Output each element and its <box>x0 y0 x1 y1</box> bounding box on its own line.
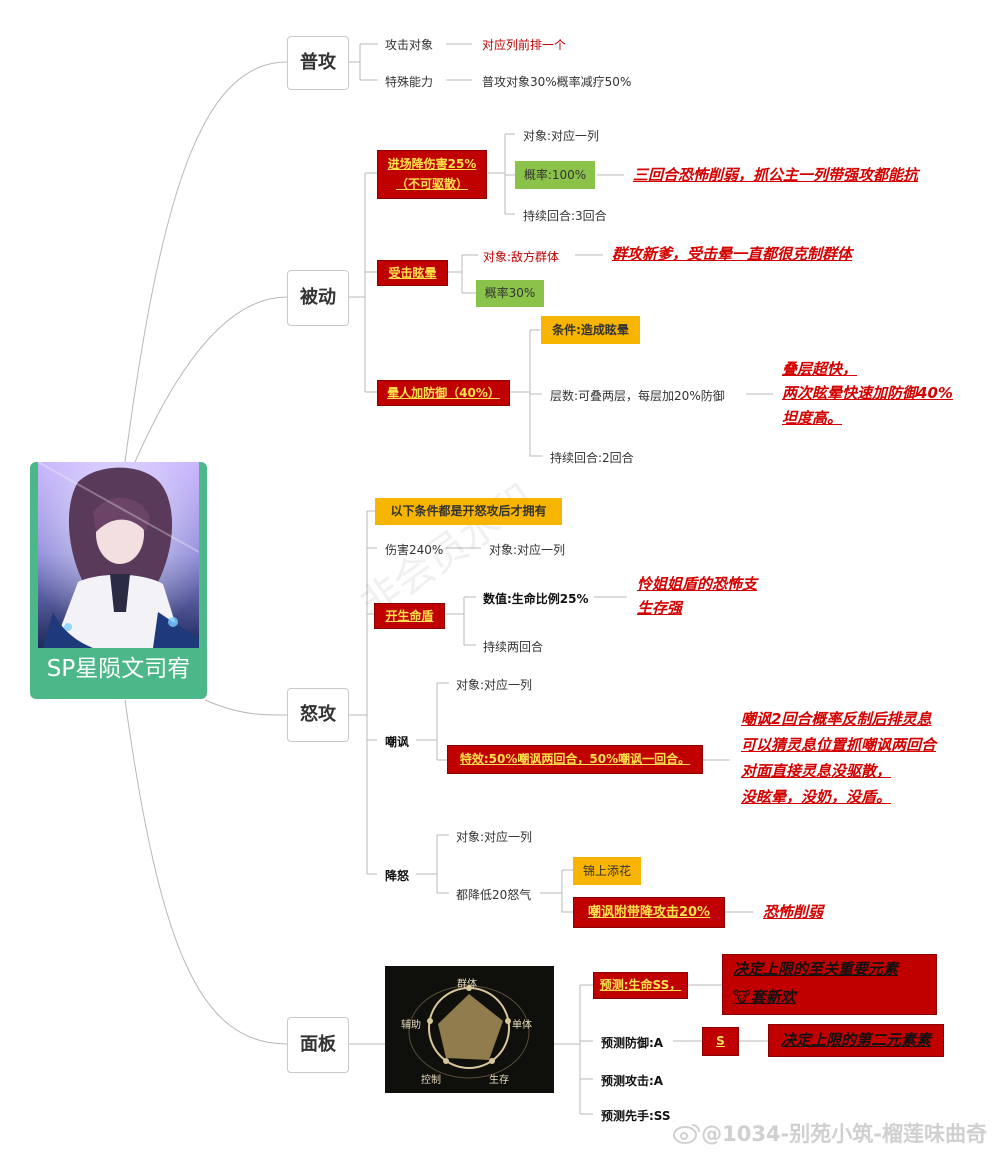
radar-label-bottom-left: 控制 <box>421 1075 441 1086</box>
rage-damage-target: 对象:对应一列 <box>489 543 566 557</box>
rage-reduce-bonus: 锦上添花 <box>573 857 641 885</box>
passive-defense-note-2: 两次眩晕快速加防御40% <box>782 384 953 402</box>
passive-defense-node[interactable]: 晕人加防御（40%） <box>377 380 510 406</box>
normal-target-label: 攻击对象 <box>385 38 434 52</box>
rage-reduce-note: 恐怖削弱 <box>763 903 824 921</box>
panel-attack: 预测攻击:A <box>601 1074 664 1088</box>
passive-entry-line2: （不可驱散） <box>395 177 468 191</box>
rage-taunt-note-1: 嘲讽2回合概率反制后排灵息 <box>741 710 932 728</box>
normal-special-value: 普攻对象30%概率减疗50% <box>482 75 632 89</box>
passive-stun-node[interactable]: 受击眩晕 <box>377 260 448 286</box>
passive-entry-node[interactable]: 进场降伤害25% （不可驱散） <box>377 150 487 199</box>
rage-shield-duration: 持续两回合 <box>483 640 544 654</box>
rage-taunt-note-3: 对面直接灵息没驱散， <box>741 762 892 780</box>
panel-defense-note: 决定上限的第二元素素 <box>768 1024 944 1057</box>
radar-label-right: 单体 <box>512 1020 532 1031</box>
passive-entry-note: 三回合恐怖削弱，抓公主一列带强攻都能抗 <box>633 166 919 184</box>
passive-stun-target: 对象:敌方群体 <box>483 250 560 264</box>
passive-entry-rate: 概率:100% <box>515 161 595 189</box>
panel-speed: 预测先手:SS <box>601 1109 671 1123</box>
rage-taunt-effect[interactable]: 特效:50%嘲讽两回合，50%嘲讽一回合。 <box>447 745 703 774</box>
rage-condition-note: 以下条件都是开怒攻后才拥有 <box>375 498 562 525</box>
panel-hp-note-2: 🐮套新欢 <box>733 988 796 1006</box>
branch-panel[interactable]: 面板 <box>287 1017 349 1073</box>
rage-shield-note-2: 生存强 <box>637 599 683 617</box>
rage-shield-node[interactable]: 开生命盾 <box>374 603 445 629</box>
passive-defense-condition: 条件:造成眩晕 <box>541 316 640 344</box>
character-portrait <box>38 462 199 648</box>
panel-hp-note: 决定上限的至关重要元素 🐮套新欢 <box>722 954 937 1015</box>
passive-stun-note: 群攻新爹，受击晕一直都很克制群体 <box>612 245 853 263</box>
passive-entry-duration: 持续回合:3回合 <box>523 209 607 223</box>
panel-radar-shape <box>408 985 530 1079</box>
panel-radar-chart: 群体 辅助 单体 控制 生存 <box>385 966 554 1093</box>
radar-label-left: 辅助 <box>401 1020 421 1031</box>
root-label: SP星陨文司宥 <box>46 656 191 682</box>
passive-defense-stacks: 层数:可叠两层，每层加20%防御 <box>550 389 725 403</box>
root-node[interactable]: SP星陨文司宥 <box>30 462 207 699</box>
rage-taunt-note-2: 可以猜灵息位置抓嘲讽两回合 <box>741 736 937 754</box>
panel-hp[interactable]: 预测:生命SS， <box>593 972 688 999</box>
rage-taunt-target: 对象:对应一列 <box>456 678 533 692</box>
rage-reduce-label: 降怒 <box>385 869 410 883</box>
rage-reduce-target: 对象:对应一列 <box>456 830 533 844</box>
passive-defense-duration: 持续回合:2回合 <box>550 451 634 465</box>
passive-defense-note-1: 叠层超快， <box>782 360 858 378</box>
author-handle: @1034-别苑小筑-榴莲味曲奇 <box>701 1122 987 1146</box>
weibo-icon <box>673 1124 701 1144</box>
rage-taunt-label: 嘲讽 <box>385 735 410 749</box>
branch-passive[interactable]: 被动 <box>287 270 349 326</box>
rage-shield-note-1: 怜姐姐盾的恐怖支 <box>637 575 758 593</box>
passive-defense-note-3: 坦度高。 <box>782 409 843 427</box>
rage-reduce-amount: 都降低20怒气 <box>456 888 532 902</box>
passive-entry-line1: 进场降伤害25% <box>387 157 477 171</box>
panel-hp-note-1: 决定上限的至关重要元素 <box>733 960 899 978</box>
branch-rage-attack[interactable]: 怒攻 <box>287 688 349 742</box>
rage-taunt-note-4: 没眩晕，没奶，没盾。 <box>741 788 892 806</box>
passive-stun-rate: 概率30% <box>476 280 544 307</box>
author-watermark: @1034-别苑小筑-榴莲味曲奇 <box>673 1118 987 1148</box>
rage-shield-value: 数值:生命比例25% <box>483 592 589 606</box>
cow-icon: 🐮 <box>733 988 751 1006</box>
radar-label-bottom-right: 生存 <box>489 1075 509 1086</box>
normal-target-value: 对应列前排一个 <box>482 38 567 52</box>
normal-special-label: 特殊能力 <box>385 75 434 89</box>
panel-defense-grade[interactable]: S <box>702 1027 739 1056</box>
radar-label-top: 群体 <box>457 979 477 990</box>
branch-normal-attack[interactable]: 普攻 <box>287 36 349 90</box>
rage-reduce-extra[interactable]: 嘲讽附带降攻击20% <box>573 897 725 928</box>
rage-damage-label: 伤害240% <box>385 543 444 557</box>
passive-entry-target: 对象:对应一列 <box>523 129 600 143</box>
panel-defense: 预测防御:A <box>601 1036 664 1050</box>
